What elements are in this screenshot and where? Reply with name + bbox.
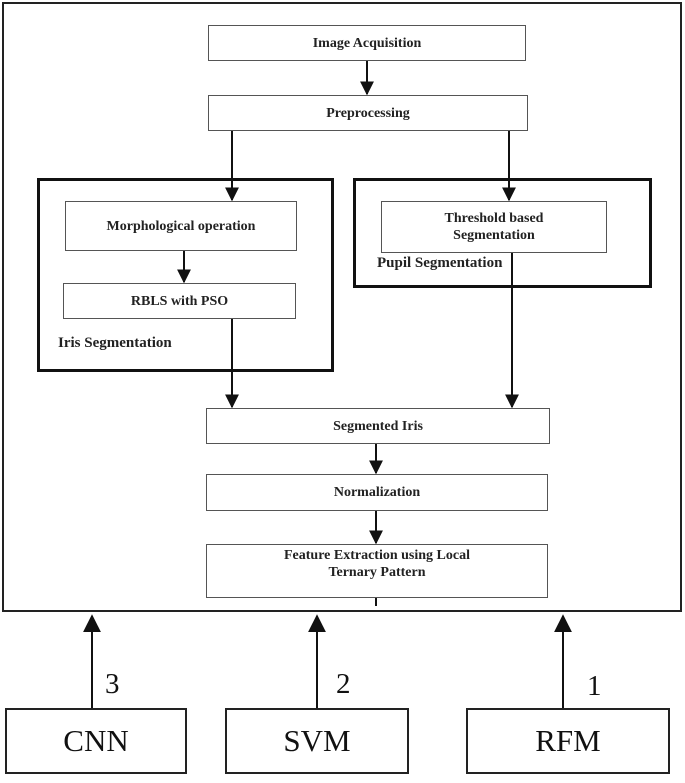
pupil-segmentation-group: [353, 178, 652, 288]
cnn-rank: 3: [105, 668, 120, 700]
iris-segmentation-caption: Iris Segmentation: [58, 335, 172, 351]
rfm-label: RFM: [535, 723, 601, 758]
morphological-operation-label: Morphological operation: [106, 218, 256, 234]
normalization-label: Normalization: [333, 485, 421, 500]
rfm-box: RFM: [466, 708, 670, 774]
iris-segmentation-group: [37, 178, 334, 372]
svm-rank: 2: [336, 668, 351, 700]
rfm-rank: 1: [587, 670, 602, 702]
preprocessing-label: Preprocessing: [326, 105, 410, 121]
pupil-segmentation-caption: Pupil Segmentation: [377, 255, 503, 271]
cnn-box: CNN: [5, 708, 187, 774]
image-acquisition-box: Image Acquisition: [208, 25, 526, 61]
rbls-pso-box: RBLS with PSO: [63, 283, 296, 319]
morphological-operation-box: Morphological operation: [65, 201, 297, 251]
pipeline-frame: [2, 2, 682, 612]
feature-extraction-label: Feature Extraction using Local Ternary P…: [283, 548, 470, 580]
cnn-label: CNN: [63, 723, 129, 758]
preprocessing-box: Preprocessing: [208, 95, 528, 131]
svm-label: SVM: [283, 723, 351, 758]
image-acquisition-label: Image Acquisition: [312, 35, 422, 51]
segmented-iris-label: Segmented Iris: [333, 418, 423, 434]
rbls-pso-label: RBLS with PSO: [130, 293, 229, 309]
svm-box: SVM: [225, 708, 409, 774]
feature-extraction-box: Feature Extraction using Local Ternary P…: [206, 544, 548, 598]
threshold-segmentation-box: Threshold based Segmentation: [381, 201, 607, 253]
normalization-box: Normalization: [206, 474, 548, 511]
threshold-segmentation-label: Threshold based Segmentation: [444, 211, 544, 243]
segmented-iris-box: Segmented Iris: [206, 408, 550, 444]
